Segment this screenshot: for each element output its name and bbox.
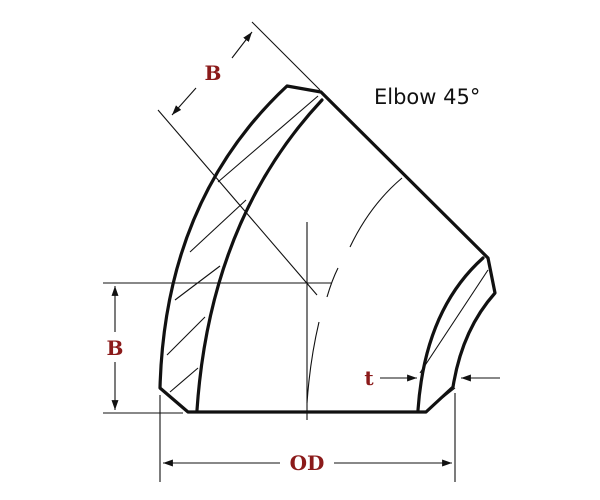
label-od: OD (290, 451, 325, 475)
label-t: t (364, 366, 374, 390)
diagram-title: Elbow 45° (374, 85, 480, 109)
label-b-left: B (107, 336, 124, 360)
elbow-outline (158, 84, 497, 414)
centerline (103, 109, 403, 420)
wall-hatching (166, 95, 489, 409)
inner-wall-right (416, 256, 485, 412)
inner-wall-left (195, 98, 324, 412)
dimension-b-top (171, 21, 321, 116)
label-b-top: B (205, 61, 222, 85)
dimension-b-left (103, 286, 183, 414)
dimension-od (159, 393, 456, 482)
